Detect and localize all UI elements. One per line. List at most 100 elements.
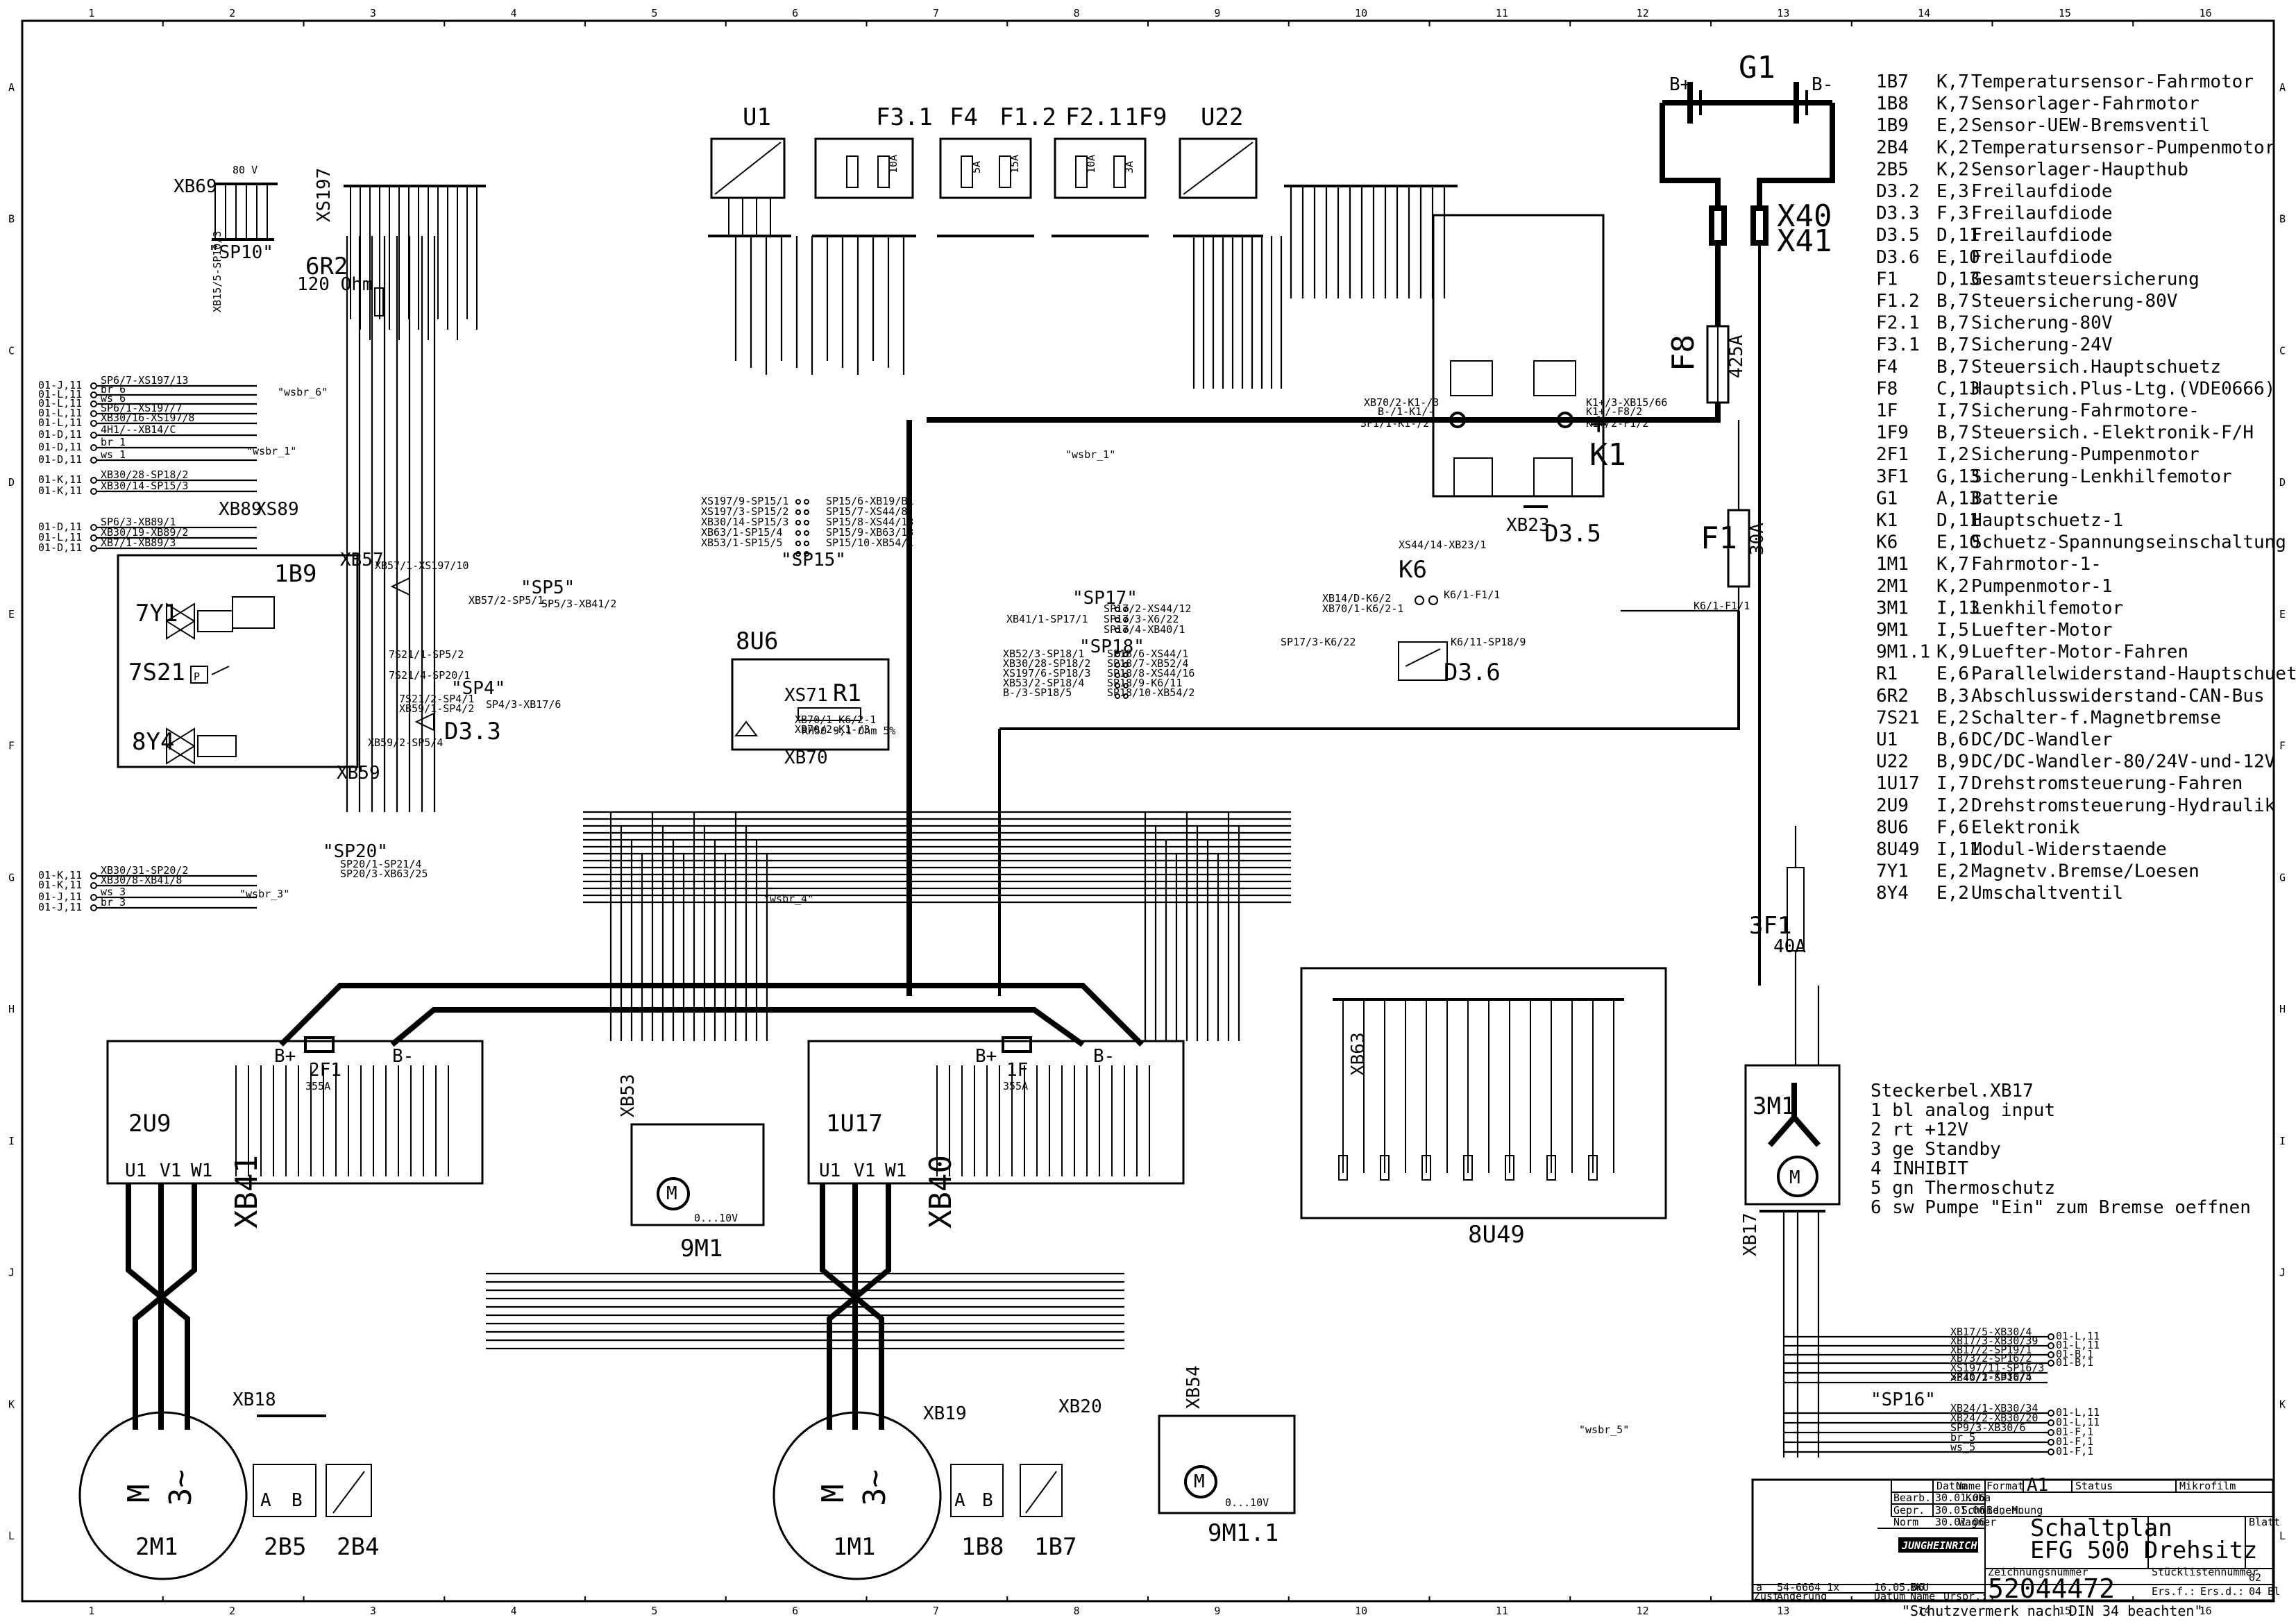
svg-text:M: M (121, 1485, 157, 1503)
legend-ref: B,7 (1936, 423, 1969, 443)
grid-col-label: 12 (1637, 1605, 1649, 1617)
label-1u17: 1U17 (826, 1110, 883, 1138)
wire-label: 7S21/2-SP4/1 (399, 693, 474, 705)
legend-desc: Freilaufdiode (1971, 247, 2113, 268)
label-2u9-w: W1 (191, 1160, 212, 1181)
controller-2u9: 2U9 U1 V1 W1 XB41 (106, 1040, 484, 1430)
label-3f1: 3F1 (1749, 912, 1791, 940)
wire-label: SP18/6-XS44/1 (1107, 648, 1188, 660)
svg-text:5A: 5A (970, 161, 983, 174)
incoming-wire-label: SP6/1-XS197/7 (101, 402, 182, 414)
legend-desc: Luefter-Motor (1971, 620, 2113, 641)
legend-ref: D,11 (1936, 510, 1980, 531)
incoming-ref: 01-D,11 (38, 428, 82, 441)
label-1f: 1F (1006, 1060, 1028, 1081)
tb-rev-change: 54-6664 1x (1777, 1581, 1839, 1594)
tb-norm-name: Wagner (1959, 1516, 1996, 1528)
plug-info-title: Steckerbel.XB17 (1871, 1081, 2034, 1101)
tb-name-label: Name (1956, 1480, 1981, 1492)
legend-desc: Sensor-UEW-Bremsventil (1971, 115, 2210, 136)
svg-text:3A: 3A (1123, 161, 1136, 174)
label-r1: R1 (833, 679, 861, 707)
wire-label: K6/1-F1/1 (1444, 589, 1500, 601)
right-wire-label: SP9/3-XB30/6 (1950, 1421, 2025, 1434)
legend-code: 2B5 (1876, 159, 1909, 180)
tb-ers-fuer: Ers.f.: (2152, 1585, 2195, 1598)
incoming-wire-label: 4H1/--XB14/C (101, 423, 176, 436)
tb-bearb-name: Kuba (1966, 1492, 1991, 1504)
tb-blatt-label: Blatt (2249, 1516, 2280, 1528)
legend-code: F1 (1876, 269, 1898, 289)
legend-desc: Fahrmotor-1- (1971, 554, 2102, 575)
grid-row-label: L (2279, 1530, 2286, 1542)
right-wire-label: XB40/2-SP16/4 (1950, 1371, 2032, 1384)
legend-code: 2B4 (1876, 137, 1909, 158)
wire-label: SP20/3-XB63/25 (340, 868, 428, 880)
legend-desc: Sicherung-Lenkhilfemotor (1971, 466, 2232, 487)
sensors-2b5-2b4: XB18 A B 2B5 2B4 (233, 1389, 379, 1561)
incoming-ref: 01-J,11 (38, 901, 82, 913)
legend-desc: Lenkhilfemotor (1971, 598, 2123, 618)
label-xb17: XB17 (1740, 1213, 1761, 1256)
legend-desc: Freilaufdiode (1971, 203, 2113, 224)
rating-3f1: 40A (1773, 936, 1806, 957)
legend-desc: Sicherung-Fahrmotore- (1971, 400, 2200, 421)
legend-ref: E,2 (1936, 861, 1969, 882)
grid-col-label: 16 (2200, 7, 2212, 19)
label-x41: X41 (1777, 223, 1832, 259)
legend-code: F2.1 (1876, 313, 1920, 334)
label-xs197: XS197 (314, 168, 335, 222)
label-8u6: 8U6 (736, 627, 778, 655)
legend-desc: Sicherung-80V (1971, 313, 2113, 334)
legend-ref: K,7 (1936, 71, 1969, 92)
wire-label: 7S21/1-SP5/2 (389, 648, 464, 661)
label-sp20: "SP20" (323, 841, 388, 862)
legend-ref: E,10 (1936, 247, 1980, 268)
rating-f1: 30A (1747, 523, 1768, 555)
legend-desc: Steuersicherung-80V (1971, 291, 2177, 312)
svg-text:A: A (260, 1490, 271, 1511)
top-connector-strips (708, 185, 1458, 237)
wire-label: B-/3-SP18/5 (1003, 686, 1072, 699)
incoming-wire-label: ws_6 (101, 392, 126, 405)
plug-info-line-4: 4 INHIBIT (1871, 1158, 1968, 1179)
motor-2m1: M 3~ 2M1 (78, 1411, 248, 1580)
tb-blatt: 02 (2249, 1571, 2261, 1584)
power-bridge: B+ B- B+ B- 2F1 355A 1F 355A (274, 983, 1144, 1092)
incoming-ref: 01-D,11 (38, 441, 82, 453)
grid-col-label: 11 (1496, 1605, 1508, 1617)
main-current-path (906, 243, 1761, 996)
legend-ref: K,7 (1936, 94, 1969, 115)
legend-ref: E,2 (1936, 707, 1969, 728)
wire-label: XB53/2-SP18/4 (1003, 677, 1084, 689)
label-2u9-bplus: B+ (274, 1046, 296, 1067)
incoming-ref: 01-D,11 (38, 541, 82, 554)
grid-row-label: D (2279, 476, 2286, 489)
legend-ref: C,13 (1936, 378, 1980, 399)
wsbr-label: "wsbr_1" (1065, 448, 1115, 461)
grid-col-label: 11 (1496, 7, 1508, 19)
legend-code: 9M1.1 (1876, 642, 1930, 663)
svg-text:XB15/5-SP10/3: XB15/5-SP10/3 (211, 231, 223, 312)
legend-code: 3M1 (1876, 598, 1909, 618)
incoming-ref: 01-K,11 (38, 869, 82, 881)
legend-code: 3F1 (1876, 466, 1909, 487)
plug-info-xb17: Steckerbel.XB17 1 bl analog input 2 rt +… (1871, 1081, 2251, 1218)
label-9m1-1: 9M1.1 (1208, 1519, 1278, 1547)
grid-row-label: E (2279, 608, 2286, 620)
wire-label: K6/1-F1/1 (1694, 600, 1750, 612)
svg-text:10A: 10A (1085, 155, 1097, 174)
tb-rev-name: BKU (1910, 1581, 1929, 1594)
label-d3-3: D3.3 (444, 718, 501, 745)
grid-col-label: 13 (1777, 1605, 1789, 1617)
incoming-wire-label: XB30/28-SP18/2 (101, 468, 188, 481)
grid-col-label: 15 (2059, 7, 2071, 19)
tb-drawing-number: 52044472 (1988, 1573, 2115, 1604)
label-2m1: 2M1 (135, 1533, 178, 1561)
